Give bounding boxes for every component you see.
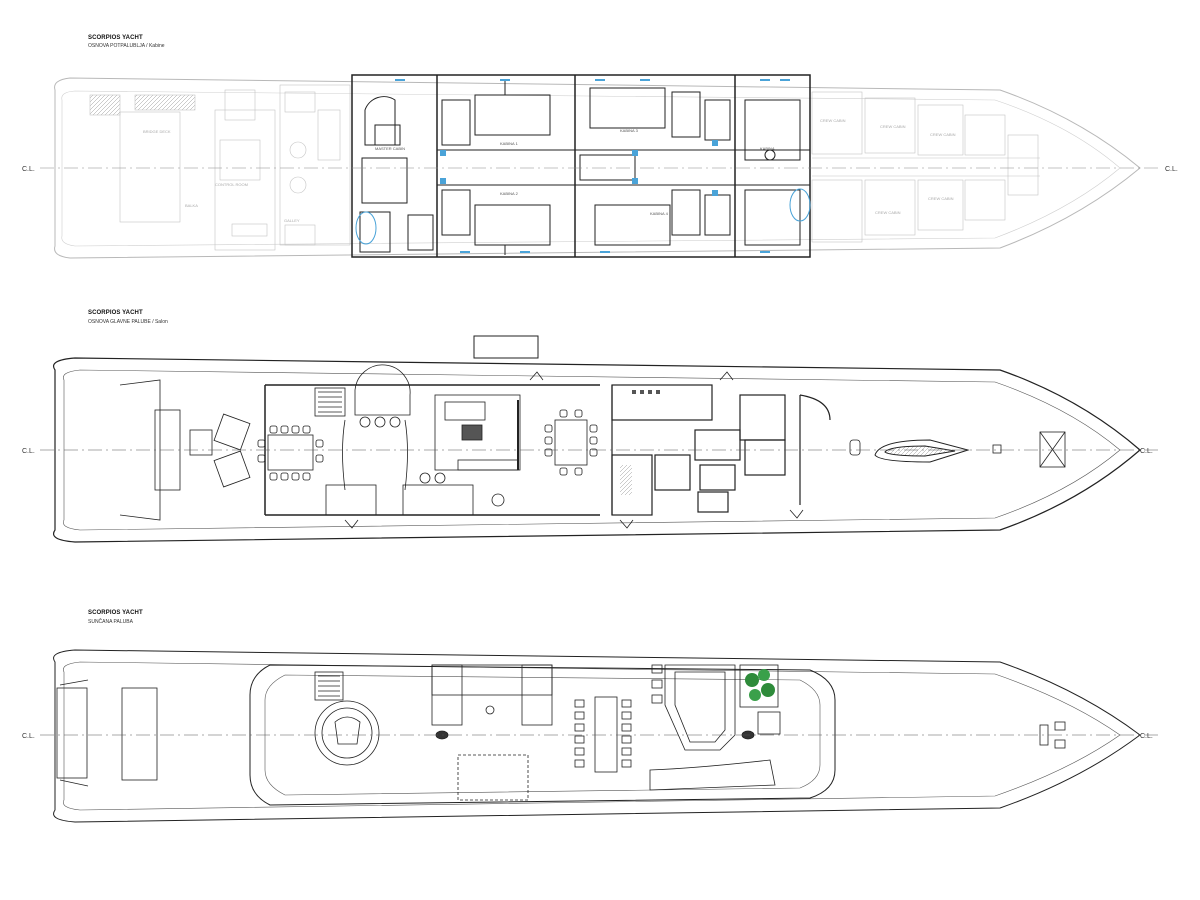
room-label: BRIDGE DECK <box>143 129 171 134</box>
sun-deck-plan: C.L. C.L. <box>22 649 1160 823</box>
lower-deck-cl-aft: C.L. <box>22 166 35 173</box>
room-label: KABINA <box>760 146 775 151</box>
room-label: KABINA 2 <box>500 191 519 196</box>
room-label: KABINA 4 <box>650 211 669 216</box>
room-label: CREW CABIN <box>820 118 846 123</box>
plan-2-subtitle: OSNOVA GLAVNE PALUBE / Salon <box>88 319 168 325</box>
main-deck-plan: C.L. C.L. <box>22 335 1160 543</box>
sun-dining-table <box>574 696 632 773</box>
room-label: MASTER CABIN <box>375 146 405 151</box>
room-label: CREW CABIN <box>930 132 956 137</box>
plan-3-title: SCORPIOS YACHT <box>88 610 143 616</box>
sun-deck-cl-fwd: C.L. <box>1140 733 1153 740</box>
plan-1-subtitle: OSNOVA POTPALUBLJA / Kabine <box>88 43 165 49</box>
lower-deck-plan: C.L. C.L. BRIDGE DECK CONTROL ROOM GALLE… <box>22 74 1178 259</box>
room-label: CREW CABIN <box>928 196 954 201</box>
plan-1-title: SCORPIOS YACHT <box>88 35 143 41</box>
room-label: GALLEY <box>284 218 300 223</box>
main-deck-cl-aft: C.L. <box>22 448 35 455</box>
room-label: CREW CABIN <box>880 124 906 129</box>
room-label: BALKA <box>185 203 198 208</box>
tender-boat <box>874 439 970 463</box>
main-deck-cl-fwd: C.L. <box>1140 448 1153 455</box>
sun-bar <box>649 664 776 791</box>
lower-deck-cl-fwd: C.L. <box>1165 166 1178 173</box>
jacuzzi <box>314 700 380 766</box>
fwd-dining-table <box>544 409 598 476</box>
aft-dining-table <box>257 425 324 481</box>
room-label: KABINA 1 <box>500 141 519 146</box>
plan-2-title: SCORPIOS YACHT <box>88 310 143 316</box>
planter <box>739 664 781 735</box>
room-label: KABINA 3 <box>620 128 639 133</box>
plan-3-subtitle: SUNČANA PALUBA <box>88 619 133 625</box>
room-label: CREW CABIN <box>875 210 901 215</box>
room-label: CONTROL ROOM <box>215 182 248 187</box>
sun-deck-cl-aft: C.L. <box>22 733 35 740</box>
